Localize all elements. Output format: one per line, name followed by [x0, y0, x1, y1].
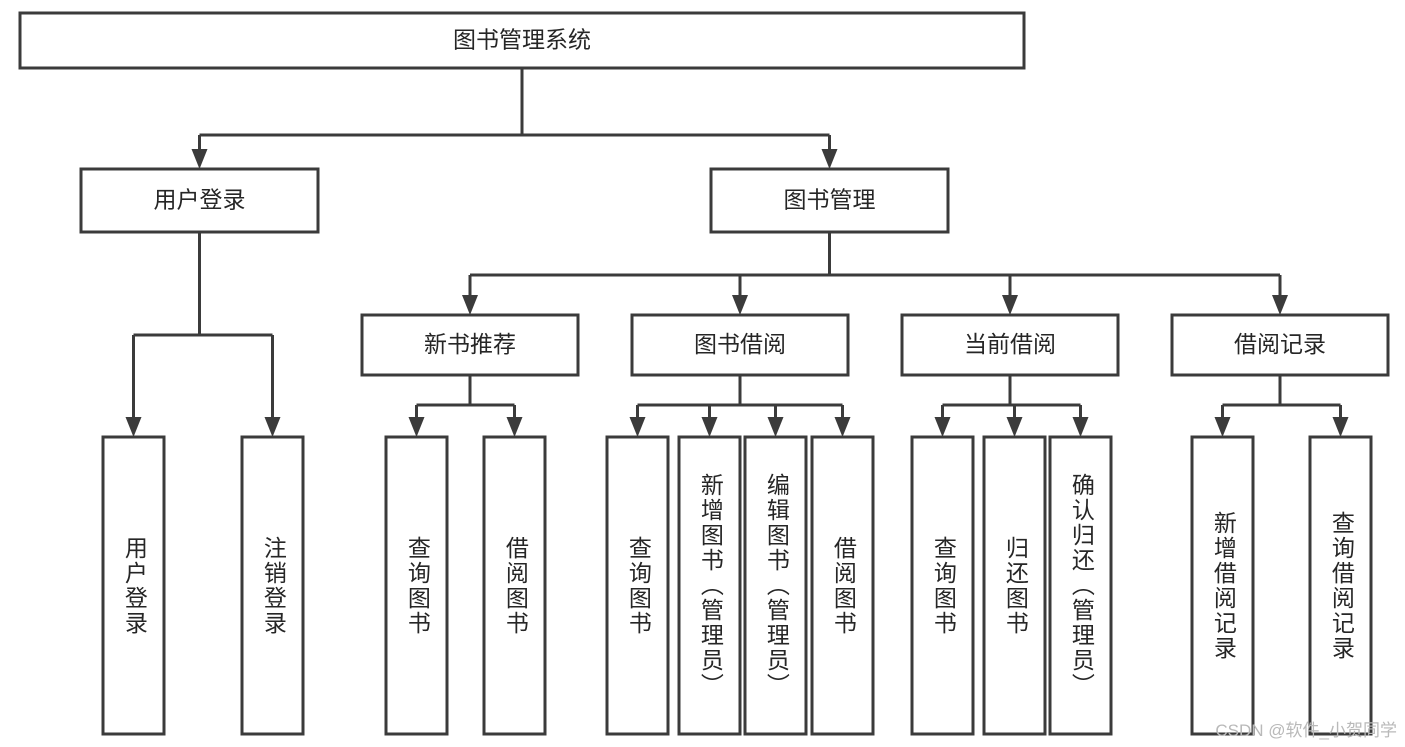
node-box-leaf-borrow-book-1[interactable] — [482, 435, 547, 736]
node-box-leaf-return-book[interactable] — [982, 435, 1047, 736]
node-box-root[interactable] — [18, 11, 1026, 70]
watermark-text: CSDN @软件_小贺同学 — [1215, 721, 1397, 740]
arrow-head-icon — [1006, 417, 1023, 437]
arrow-head-icon — [701, 417, 718, 437]
arrow-head-icon — [767, 417, 784, 437]
node-box-book-manage[interactable] — [709, 167, 950, 234]
arrow-head-icon — [408, 417, 425, 437]
node-box-book-borrow[interactable] — [630, 313, 850, 377]
node-box-leaf-edit-book[interactable] — [743, 435, 808, 736]
node-box-leaf-query-book-2[interactable] — [605, 435, 670, 736]
node-box-user-login[interactable] — [79, 167, 320, 234]
node-box-borrow-record[interactable] — [1170, 313, 1390, 377]
arrow-head-icon — [1272, 295, 1288, 315]
arrow-head-icon — [125, 417, 142, 437]
node-label-user-login: 用户登录 — [154, 187, 246, 213]
arrow-head-icon — [821, 149, 838, 169]
arrow-head-icon — [732, 295, 748, 315]
node-label-book-manage: 图书管理 — [784, 187, 876, 213]
node-box-leaf-confirm-return[interactable] — [1048, 435, 1113, 736]
node-box-leaf-query-book-3[interactable] — [910, 435, 975, 736]
arrow-head-icon — [629, 417, 646, 437]
node-box-leaf-user-logout[interactable] — [240, 435, 305, 736]
node-label-current-borrow: 当前借阅 — [964, 331, 1056, 357]
arrow-head-icon — [462, 295, 478, 315]
arrow-head-icon — [1072, 417, 1089, 437]
node-box-leaf-query-record[interactable] — [1308, 435, 1373, 736]
node-box-leaf-borrow-book-2[interactable] — [810, 435, 875, 736]
arrow-head-icon — [191, 149, 208, 169]
node-label-borrow-record: 借阅记录 — [1234, 331, 1326, 357]
connector-lines — [125, 68, 1349, 437]
node-box-current-borrow[interactable] — [900, 313, 1120, 377]
node-box-leaf-query-book-1[interactable] — [384, 435, 449, 736]
node-box-leaf-user-login[interactable] — [101, 435, 166, 736]
node-label-book-borrow: 图书借阅 — [694, 331, 786, 357]
arrow-head-icon — [934, 417, 951, 437]
arrow-head-icon — [264, 417, 281, 437]
arrow-head-icon — [1214, 417, 1231, 437]
node-label-root: 图书管理系统 — [453, 27, 591, 53]
node-box-new-book-recommend[interactable] — [360, 313, 580, 377]
node-boxes — [18, 11, 1390, 736]
arrow-head-icon — [1332, 417, 1349, 437]
node-label-new-book-recommend: 新书推荐 — [424, 331, 516, 357]
node-box-leaf-add-record[interactable] — [1190, 435, 1255, 736]
arrow-head-icon — [1002, 295, 1018, 315]
arrow-head-icon — [834, 417, 851, 437]
node-box-leaf-add-book[interactable] — [677, 435, 742, 736]
arrow-head-icon — [506, 417, 523, 437]
